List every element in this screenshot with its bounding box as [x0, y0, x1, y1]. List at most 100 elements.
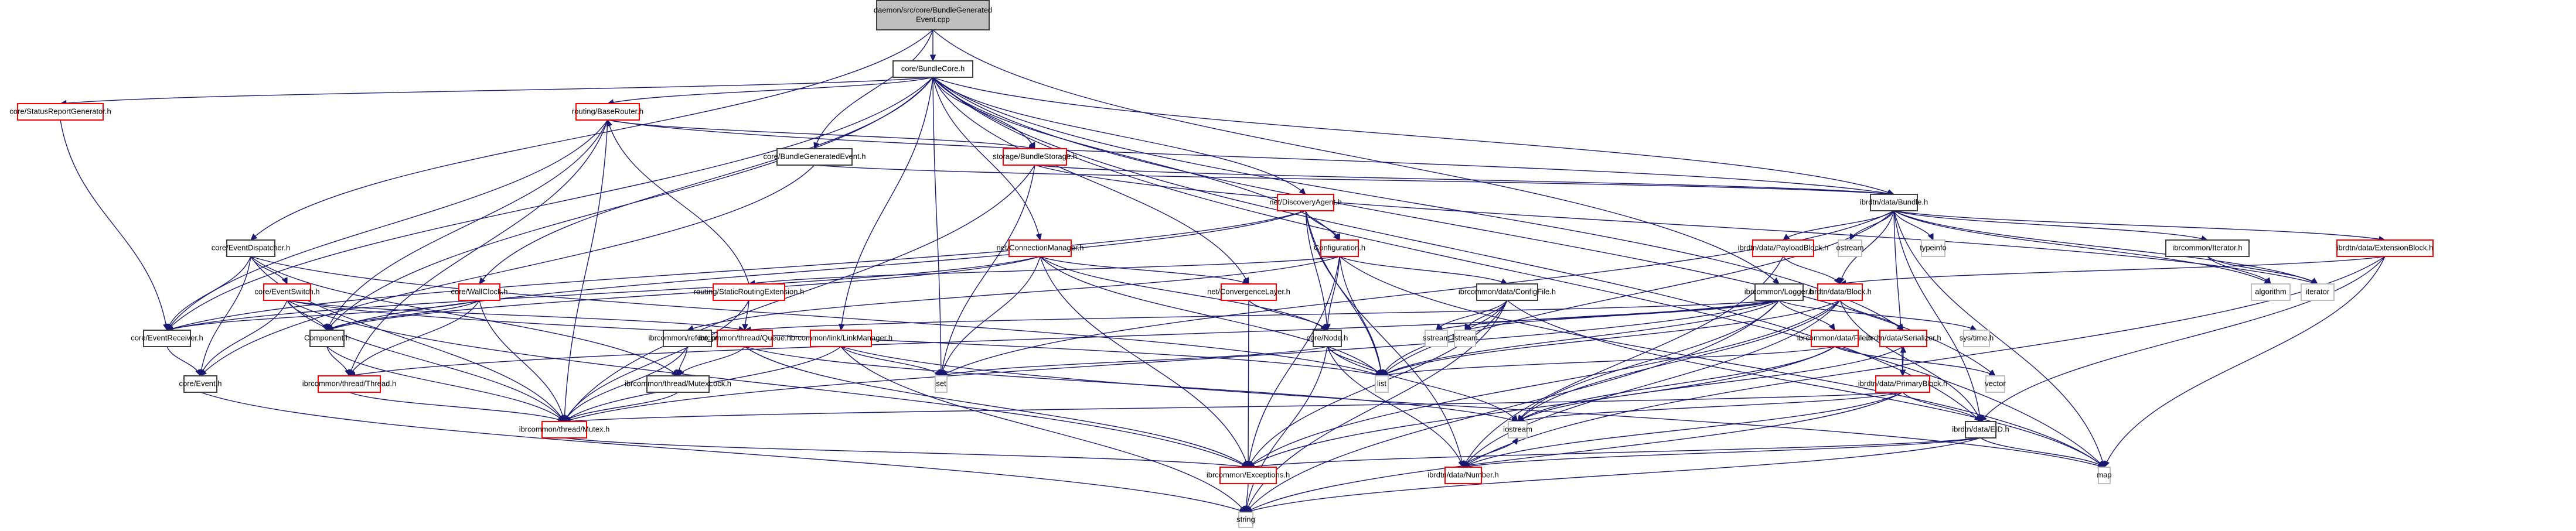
- node-StatusReportGenerator[interactable]: core/StatusReportGenerator.h: [9, 103, 111, 121]
- edge-ExtensionBlock-to-map: [2104, 256, 2386, 468]
- node-Mutex[interactable]: ibrcommon/thread/Mutex.h: [519, 421, 610, 438]
- arrowhead: [2264, 277, 2271, 285]
- node-label: core/Event.h: [179, 379, 222, 388]
- node-EventSwitch[interactable]: core/EventSwitch.h: [254, 283, 320, 301]
- edge-StaticRoutingExtension-to-Queue: [742, 300, 749, 331]
- node-box: [810, 330, 872, 347]
- node-label: ibrcommon/data/File.h: [1797, 333, 1873, 342]
- node-DiscoveryAgent[interactable]: net/DiscoveryAgent.h: [1269, 194, 1342, 211]
- node-algorithm: algorithm: [2251, 283, 2291, 301]
- node-Block[interactable]: ibrdtn/data/Block.h: [1808, 283, 1872, 301]
- node-Event[interactable]: core/Event.h: [179, 375, 222, 393]
- node-box: [1008, 239, 1072, 257]
- node-label: ibrcommon/Logger.h: [1744, 287, 1814, 296]
- arrowhead: [677, 369, 684, 376]
- arrowhead: [1897, 323, 1904, 331]
- node-ConnectionManager[interactable]: net/ConnectionManager.h: [997, 239, 1084, 257]
- edge-Bundle-to-ExtensionBlock: [1893, 210, 2386, 242]
- edge-EventDispatcher-to-Event: [198, 256, 251, 377]
- node-ConfigFile[interactable]: ibrcommon/data/ConfigFile.h: [1459, 283, 1556, 301]
- node-Component[interactable]: Component.h: [304, 330, 350, 347]
- node-PrimaryBlock[interactable]: ibrdtn/data/PrimaryBlock.h: [1858, 375, 1947, 393]
- node-box: [776, 148, 853, 166]
- edge-Iterator-to-algorithm: [2207, 256, 2271, 285]
- edge-EventDispatcher-to-Mutex: [250, 256, 565, 423]
- edge-root-to-BundleCore: [929, 30, 936, 62]
- node-BundleStorage[interactable]: storage/BundleStorage.h: [993, 148, 1077, 166]
- node-PayloadBlock[interactable]: ibrdtn/data/PayloadBlock.h: [1738, 239, 1829, 257]
- node-EventDispatcher[interactable]: core/EventDispatcher.h: [212, 239, 290, 257]
- node-LinkManager[interactable]: ibrcommon/link/LinkManager.h: [789, 330, 892, 347]
- edge-root-to-EventDispatcher: [250, 29, 933, 241]
- node-label: typeinfo: [1920, 243, 1947, 252]
- node-box: [2098, 467, 2111, 484]
- node-label: algorithm: [2255, 287, 2286, 296]
- edge-ExtensionBlock-to-Block: [1839, 256, 2386, 286]
- edge-BundleCore-to-StatusReportGenerator: [59, 77, 933, 107]
- node-Exceptions[interactable]: ibrcommon/Exceptions.h: [1207, 467, 1290, 484]
- node-Thread[interactable]: ibrcommon/thread/Thread.h: [302, 375, 396, 393]
- edge-Queue-to-Exceptions: [744, 346, 1249, 468]
- node-Iterator[interactable]: ibrcommon/Iterator.h: [2165, 239, 2250, 257]
- node-refcnt_ptr[interactable]: ibrcommon/refcnt_ptr.h: [649, 330, 727, 347]
- edge-ExtensionBlock-to-EID: [1980, 256, 2386, 422]
- node-BundleCore[interactable]: core/BundleCore.h: [892, 60, 973, 78]
- node-ConvergenceLayer[interactable]: net/ConvergenceLayer.h: [1207, 283, 1290, 301]
- node-box: [309, 330, 345, 347]
- edge-BundleCore-to-BaseRouter: [606, 77, 933, 105]
- node-label: core/WallClock.h: [451, 287, 507, 296]
- edge-Logger-to-Thread: [348, 300, 1780, 378]
- edge-EventSwitch-to-Exceptions: [287, 300, 1249, 468]
- arrowhead: [2097, 461, 2105, 468]
- arrowhead: [2104, 460, 2110, 468]
- edge-PrimaryBlock-to-iostream: [1517, 392, 1903, 423]
- node-label: ibrcommon/Iterator.h: [2172, 243, 2242, 252]
- node-label: iostream: [1503, 424, 1532, 433]
- node-box: [1965, 421, 1996, 438]
- node-ExtensionBlock[interactable]: ibrdtn/data/ExtensionBlock.h: [2336, 239, 2434, 257]
- node-Configuration[interactable]: Configuration.h: [1314, 239, 1365, 257]
- edge-ConnectionManager-to-Component: [326, 256, 1041, 331]
- node-Node[interactable]: core/Node.h: [1307, 330, 1348, 347]
- node-label: routing/StaticRoutingExtension.h: [694, 287, 805, 296]
- node-StaticRoutingExtension[interactable]: routing/StaticRoutingExtension.h: [694, 283, 805, 301]
- edge-Queue-to-MutexLock: [677, 346, 745, 376]
- node-box: [1817, 283, 1863, 301]
- node-box: [1320, 239, 1359, 257]
- node-BundleGeneratedEvent[interactable]: core/BundleGeneratedEvent.h: [764, 148, 866, 166]
- node-label: core/Node.h: [1307, 333, 1348, 342]
- arrowhead: [1511, 414, 1518, 422]
- node-box: [1811, 330, 1859, 347]
- arrowhead: [742, 324, 748, 331]
- node-File[interactable]: ibrcommon/data/File.h: [1797, 330, 1873, 347]
- node-EID[interactable]: ibrdtn/data/EID.h: [1952, 421, 2009, 438]
- node-BaseRouter[interactable]: routing/BaseRouter.h: [572, 103, 643, 121]
- node-box: [1444, 467, 1482, 484]
- arrowhead: [1035, 233, 1042, 241]
- node-label: core/BundleGeneratedEvent.h: [764, 152, 866, 160]
- node-label: ibrcommon/data/ConfigFile.h: [1459, 287, 1556, 296]
- node-label: ibrcommon/link/LinkManager.h: [789, 333, 892, 342]
- arrowhead: [281, 277, 288, 285]
- node-EventReceiver[interactable]: core/EventReceiver.h: [131, 330, 203, 347]
- node-Serializer[interactable]: ibrdtn/data/Serializer.h: [1865, 330, 1941, 347]
- node-label: ostream: [1836, 243, 1864, 252]
- node-map: map: [2097, 467, 2112, 484]
- edge-Block-to-Serializer: [1839, 300, 1904, 331]
- node-label: net/ConnectionManager.h: [997, 243, 1084, 252]
- nodes-layer: daemon/src/core/BundleGeneratedEvent.cpp…: [9, 0, 2434, 528]
- node-label: Event.cpp: [916, 15, 950, 23]
- arrowhead: [1511, 437, 1518, 445]
- node-Queue[interactable]: ibrcommon/thread/Queue.h: [698, 330, 791, 347]
- node-Bundle[interactable]: ibrdtn/data/Bundle.h: [1860, 194, 1928, 211]
- node-Number[interactable]: ibrdtn/data/Number.h: [1427, 467, 1499, 484]
- node-root[interactable]: daemon/src/core/BundleGeneratedEvent.cpp: [874, 0, 992, 30]
- node-MutexLock[interactable]: ibrcommon/thread/MutexLock.h: [625, 375, 731, 393]
- arrowhead: [1828, 323, 1835, 331]
- node-WallClock[interactable]: core/WallClock.h: [451, 283, 508, 301]
- arrowhead: [1900, 345, 1907, 353]
- node-Logger[interactable]: ibrcommon/Logger.h: [1744, 283, 1814, 301]
- node-box: [1752, 239, 1814, 257]
- node-label: net/DiscoveryAgent.h: [1269, 197, 1342, 206]
